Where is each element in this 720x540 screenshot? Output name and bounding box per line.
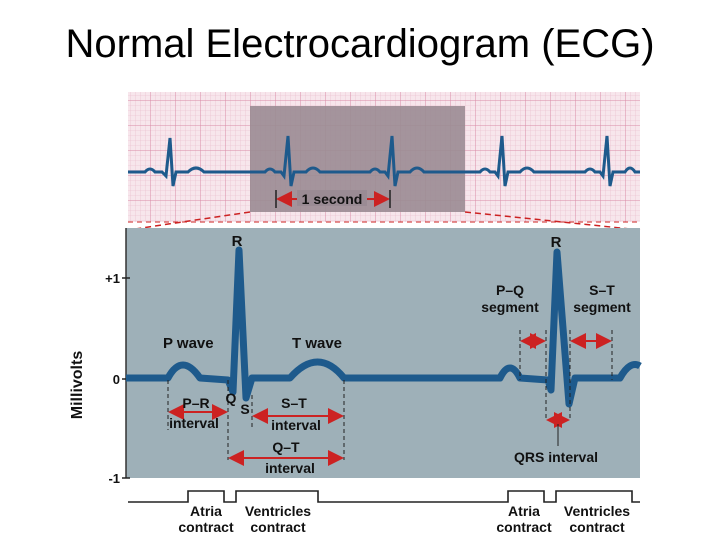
ventricles-sublabel-2: contract <box>569 519 625 535</box>
qt-interval-sublabel: interval <box>265 460 315 476</box>
qt-interval-label: Q–T <box>272 439 300 455</box>
p-wave-label: P wave <box>163 335 214 352</box>
atria-sublabel-2: contract <box>496 519 552 535</box>
st-interval-sublabel: interval <box>271 417 321 433</box>
r-peak-label-1: R <box>232 233 243 250</box>
strip-trace <box>128 135 640 187</box>
st-interval-label: S–T <box>281 395 307 411</box>
atria-sublabel-1: contract <box>178 519 234 535</box>
y-axis-label: Millivolts <box>69 351 86 420</box>
tick-zero: 0 <box>113 372 120 387</box>
zoom-connectors <box>127 211 641 231</box>
r-peak-label-2: R <box>551 234 562 251</box>
tick-minus-one: -1 <box>108 471 120 486</box>
y-axis: Millivolts +1 0 -1 <box>69 271 130 486</box>
pq-segment-sublabel: segment <box>481 299 539 315</box>
main-trace <box>126 246 642 408</box>
ventricles-label-2: Ventricles <box>564 503 630 519</box>
ventricles-label-1: Ventricles <box>245 503 311 519</box>
tick-plus-one: +1 <box>105 271 120 286</box>
scale-label-bg <box>297 190 367 206</box>
st-segment-label: S–T <box>589 282 615 298</box>
pr-interval-sublabel: interval <box>169 415 219 431</box>
scale-label: 1 second <box>302 191 363 207</box>
ventricles-sublabel-1: contract <box>250 519 306 535</box>
page-title: Normal Electrocardiogram (ECG) <box>65 22 655 66</box>
atria-label-2: Atria <box>508 503 540 519</box>
pq-segment-label: P–Q <box>496 282 524 298</box>
t-wave-label: T wave <box>292 335 342 352</box>
q-label: Q <box>226 390 237 406</box>
atria-label-1: Atria <box>190 503 222 519</box>
st-segment-sublabel: segment <box>573 299 631 315</box>
qrs-interval-label: QRS interval <box>514 449 598 465</box>
contraction-timing-trace <box>128 490 640 503</box>
ecg-strip: 1 second <box>128 92 640 222</box>
pr-interval-label: P–R <box>182 395 209 411</box>
s-label: S <box>240 401 249 417</box>
